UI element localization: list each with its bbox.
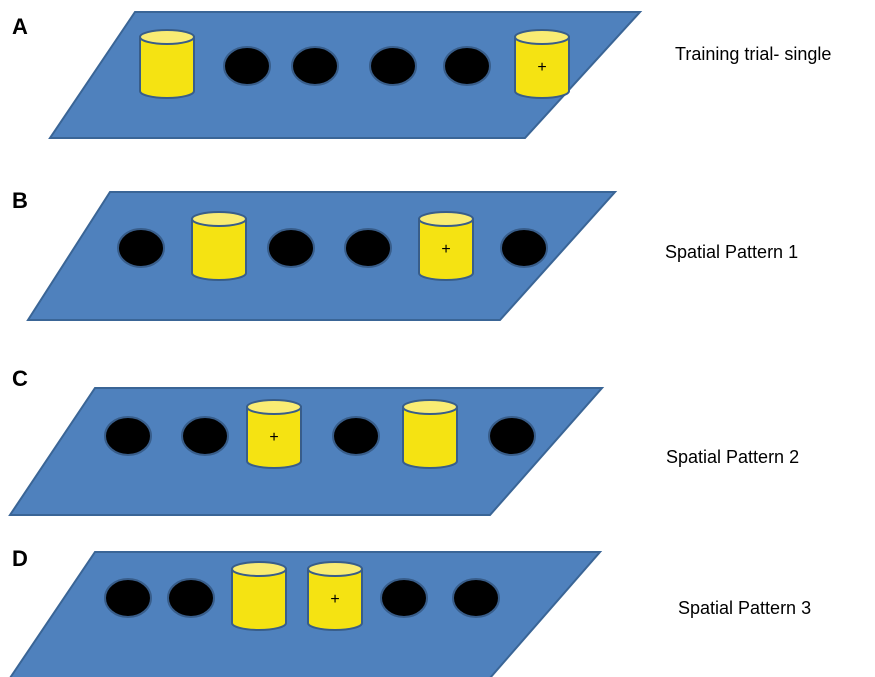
board-surface [48, 11, 643, 139]
cup-body [402, 406, 458, 469]
empty-well [452, 578, 500, 618]
cup-rim [231, 561, 287, 577]
panel-c: C + Spatial Pattern 2 [0, 340, 875, 516]
empty-well [181, 416, 229, 456]
panel-a: A + Training trial- single [0, 0, 875, 170]
cup-rim [246, 399, 302, 415]
board-diagram-d: + [9, 551, 603, 677]
panel-letter: D [12, 546, 28, 571]
reward-marker: + [269, 429, 278, 446]
cup-rim [191, 211, 247, 227]
panel-letter: A [12, 14, 28, 39]
empty-well [344, 228, 392, 268]
reward-marker: + [330, 591, 339, 608]
empty-well [117, 228, 165, 268]
slot-row: + [139, 29, 570, 99]
cup-body [191, 218, 247, 281]
reward-marker: + [537, 59, 546, 76]
board-diagram-a: + [48, 11, 643, 139]
cup [191, 211, 247, 281]
empty-well [167, 578, 215, 618]
cup [231, 561, 287, 631]
cup [402, 399, 458, 469]
cup-body [514, 36, 570, 99]
panel-b: B + Spatial Pattern 1 [0, 170, 875, 340]
slot-row: + [117, 211, 548, 281]
board-surface [9, 551, 603, 677]
panel-letter: C [12, 366, 28, 391]
baited-cup: + [307, 561, 363, 631]
cup-body [307, 568, 363, 631]
cup-rim [307, 561, 363, 577]
empty-well [104, 416, 152, 456]
empty-well [443, 46, 491, 86]
empty-well [223, 46, 271, 86]
cup-body [246, 406, 302, 469]
panel-caption: Spatial Pattern 2 [666, 447, 800, 467]
cup-rim [514, 29, 570, 45]
empty-well [369, 46, 417, 86]
empty-well [267, 228, 315, 268]
reward-marker: + [441, 241, 450, 258]
baited-cup: + [246, 399, 302, 469]
baited-cup: + [514, 29, 570, 99]
slot-row: + [104, 561, 500, 631]
panel-d: D + Spatial Pattern 3 [0, 510, 875, 677]
empty-well [500, 228, 548, 268]
empty-well [488, 416, 536, 456]
slot-row: + [104, 399, 536, 469]
cup [139, 29, 195, 99]
empty-well [380, 578, 428, 618]
cup-body [231, 568, 287, 631]
panel-caption: Training trial- single [675, 44, 832, 64]
panel-caption: Spatial Pattern 3 [678, 598, 812, 618]
cup-body [139, 36, 195, 99]
cup-rim [139, 29, 195, 45]
cup-rim [402, 399, 458, 415]
empty-well [104, 578, 152, 618]
baited-cup: + [418, 211, 474, 281]
board-diagram-c: + [8, 387, 605, 516]
panel-letter: B [12, 188, 28, 213]
cup-rim [418, 211, 474, 227]
empty-well [332, 416, 380, 456]
panel-caption: Spatial Pattern 1 [665, 242, 799, 262]
cup-body [418, 218, 474, 281]
board-diagram-b: + [26, 191, 618, 321]
empty-well [291, 46, 339, 86]
